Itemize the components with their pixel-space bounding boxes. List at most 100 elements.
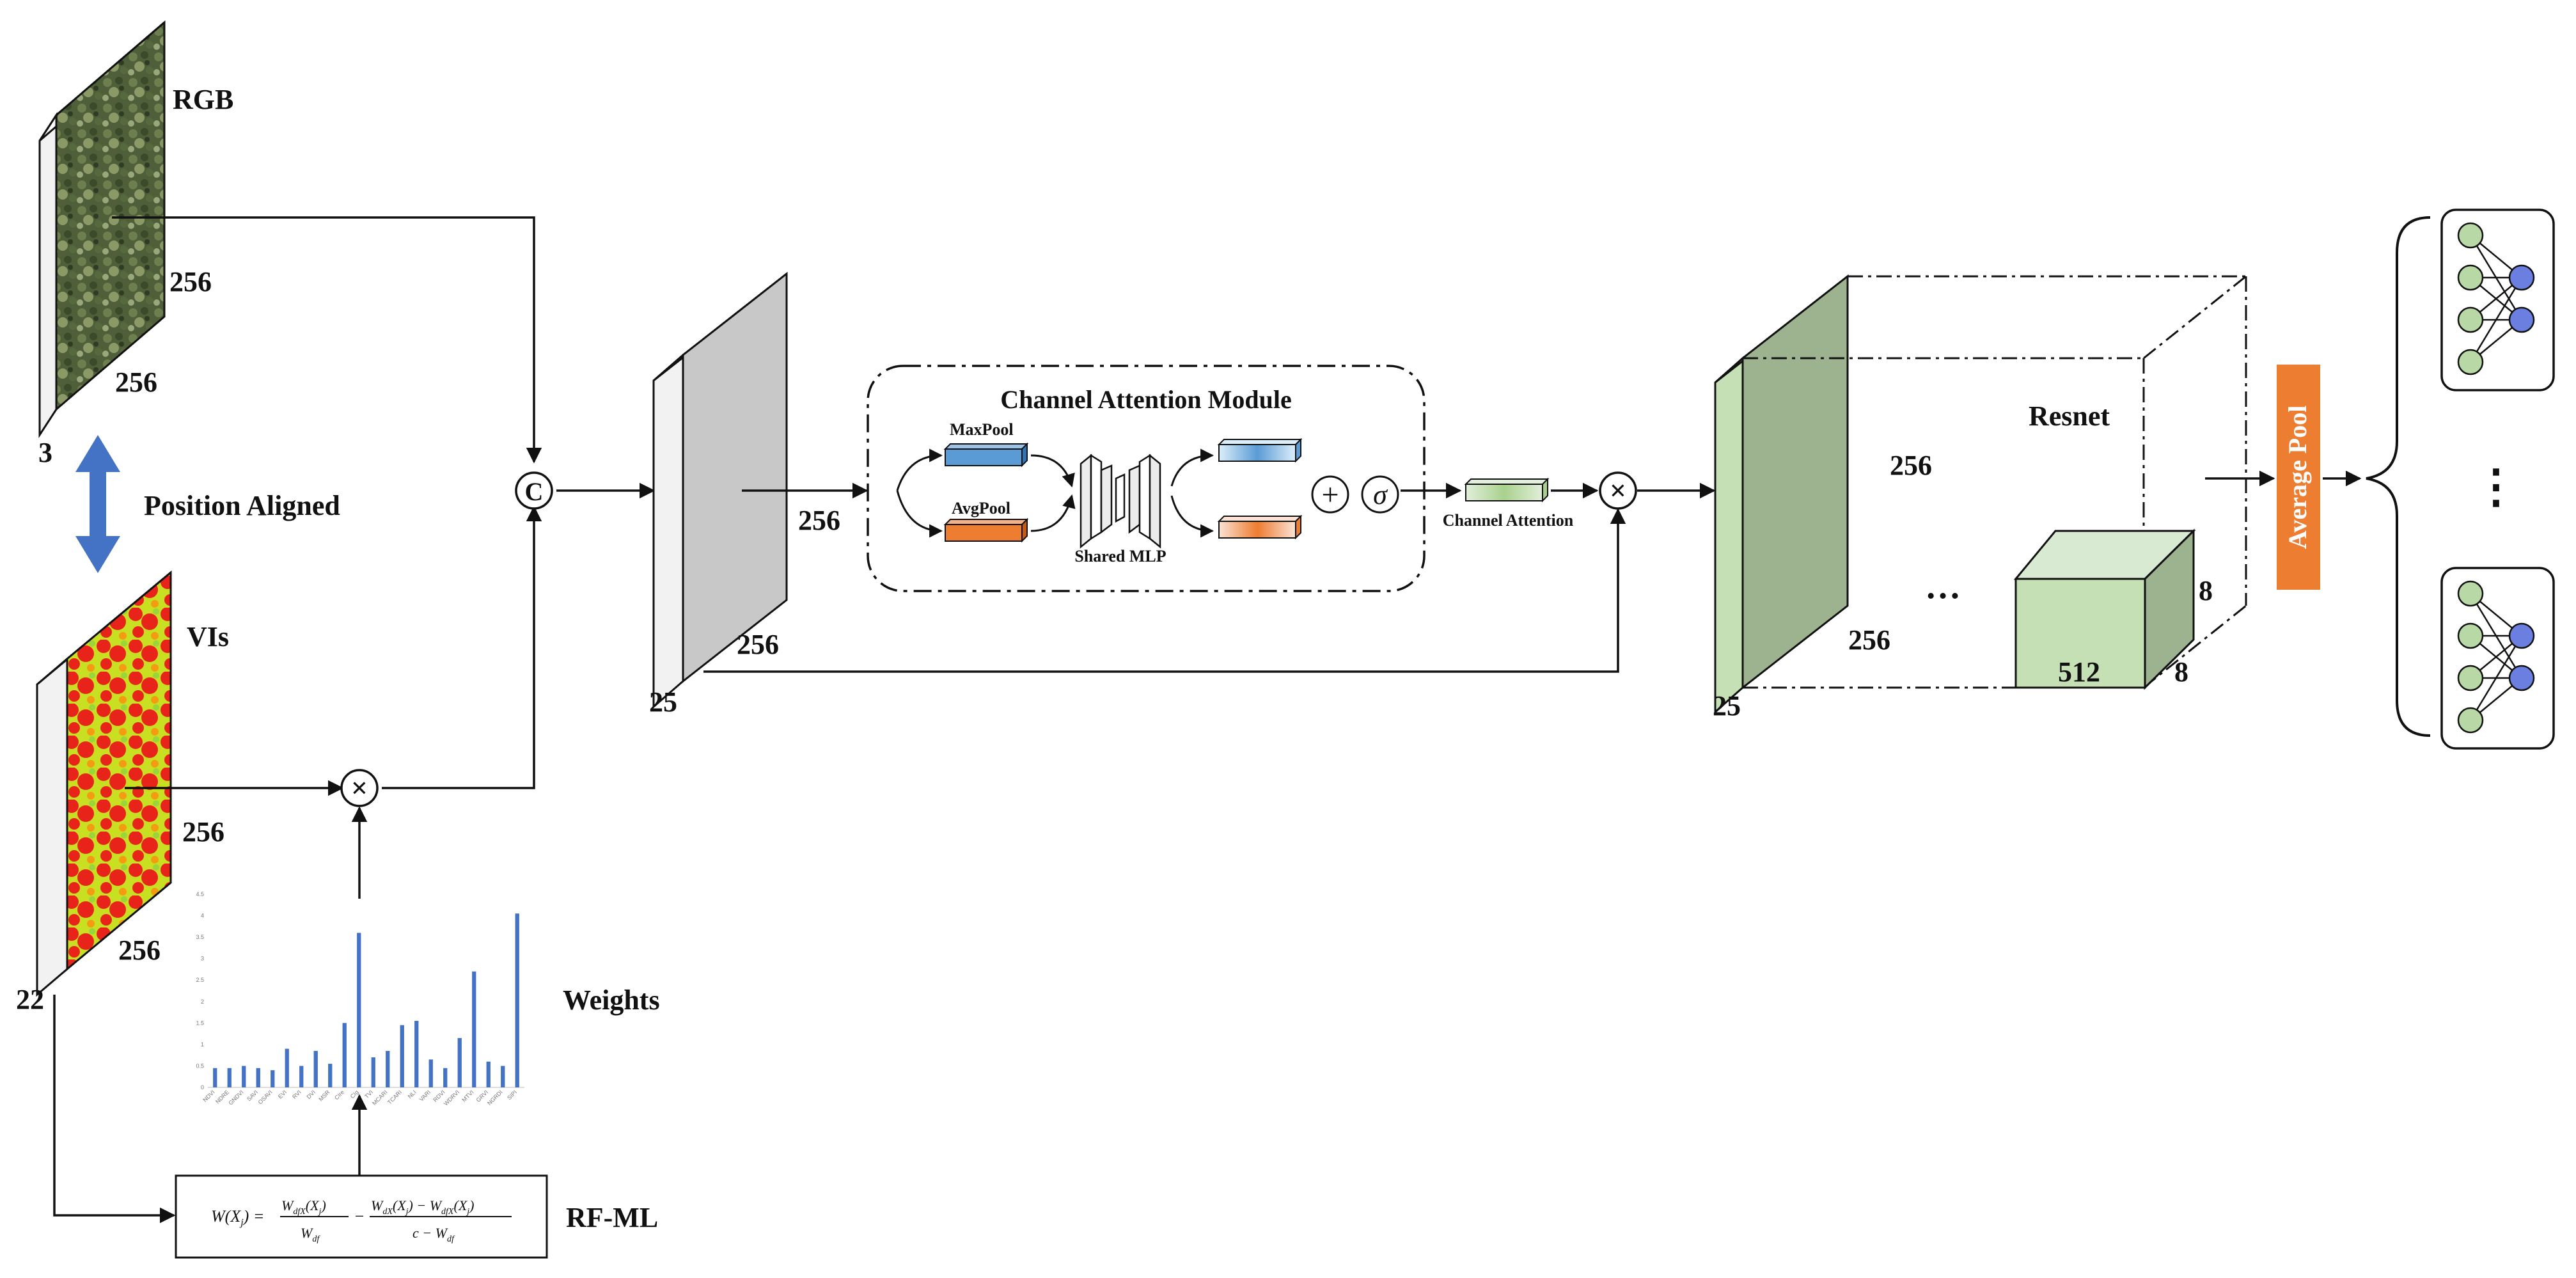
resnet-height-label: 256	[1890, 450, 1932, 481]
average-pool-block	[2277, 365, 2320, 590]
resnet-ellipsis: …	[1925, 567, 1961, 606]
chart-bar	[386, 1050, 390, 1087]
average-pool-label: Average Pool	[2283, 406, 2312, 549]
fused-channels-label: 25	[649, 686, 677, 718]
chart-bar	[227, 1068, 232, 1087]
heads-ellipsis: ⋮	[2473, 461, 2519, 512]
rgb-channels-label: 3	[38, 437, 52, 468]
chart-bar	[313, 1050, 318, 1087]
mlp-out-avg	[1217, 514, 1303, 540]
resnet-width-label: 256	[1848, 624, 1890, 656]
concat-symbol-label: C	[525, 477, 544, 506]
vis-height-label: 256	[182, 816, 224, 848]
head-output-node	[2508, 665, 2535, 691]
shared-mlp-label: Shared MLP	[1074, 547, 1166, 565]
chart-bar	[328, 1064, 333, 1087]
residual-connector	[703, 482, 1626, 673]
head-input-node	[2457, 665, 2484, 691]
chart-y-tick-label: 4	[201, 913, 204, 919]
concat-symbol	[515, 471, 553, 510]
chart-y-tick-label: 3	[201, 956, 204, 962]
classifier-head-bottom	[2440, 567, 2555, 750]
channel-attention-vector	[1464, 477, 1550, 503]
multiply-weights-symbol	[340, 769, 379, 807]
resnet-out-h-label: 8	[2199, 575, 2213, 606]
chart-y-tick-label: 4.5	[196, 891, 204, 897]
resnet-output-cube	[2013, 528, 2196, 690]
chart-bar	[400, 1025, 404, 1087]
fused-height-label: 256	[798, 505, 840, 536]
vis-block	[36, 570, 172, 997]
head-output-node	[2508, 622, 2535, 649]
svg-text:W(Xj) =: W(Xj) =	[211, 1207, 264, 1228]
chart-bar	[357, 933, 361, 1087]
chart-bar	[256, 1068, 260, 1087]
head-input-node	[2457, 222, 2484, 249]
chart-x-tick-label: VARI	[418, 1089, 432, 1102]
maxpool-feature	[943, 442, 1029, 468]
mlp-out-max	[1217, 438, 1303, 463]
chart-y-tick-label: 1.5	[196, 1020, 204, 1026]
fused-block	[652, 271, 788, 709]
chart-bar	[371, 1057, 375, 1087]
vis-label: VIs	[187, 621, 229, 652]
chart-x-tick-label: MTVI	[460, 1089, 475, 1103]
resnet-out-w-label: 8	[2174, 656, 2188, 688]
left-connectors	[53, 216, 656, 1224]
head-output-node	[2508, 306, 2535, 333]
avgpool-label: AvgPool	[952, 499, 1010, 517]
fused-width-label: 256	[737, 629, 779, 660]
chart-bar	[472, 971, 476, 1087]
chart-x-tick-label: NGRDI	[486, 1089, 504, 1107]
multiply-attention-symbol	[1599, 471, 1637, 510]
rgb-width-label: 256	[115, 367, 157, 398]
classifier-head-top	[2440, 209, 2555, 391]
chart-y-tick-label: 2	[201, 998, 204, 1005]
head-input-node	[2457, 264, 2484, 291]
chart-bar	[213, 1068, 217, 1087]
chart-x-tick-label: TCARI	[386, 1089, 403, 1105]
chart-bar	[242, 1066, 246, 1087]
multiply-attention-label: ×	[1610, 474, 1626, 507]
rgb-height-label: 256	[169, 266, 212, 297]
position-aligned-label: Position Aligned	[144, 490, 340, 521]
cam-title: Channel Attention Module	[1000, 385, 1292, 414]
resnet-channels-label: 25	[1713, 690, 1741, 722]
head-output-node	[2508, 264, 2535, 291]
plus-label: +	[1321, 478, 1339, 512]
chart-bar	[515, 913, 519, 1087]
maxpool-label: MaxPool	[950, 420, 1014, 439]
avgpool-feature	[943, 517, 1029, 543]
plus-symbol	[1311, 475, 1349, 514]
chart-y-tick-label: 2.5	[196, 977, 204, 983]
chart-y-tick-label: 0.5	[196, 1062, 204, 1069]
svg-text:−: −	[354, 1207, 365, 1226]
chart-x-tick-label: NDVI	[201, 1089, 216, 1103]
chart-x-tick-label: RVI	[291, 1089, 302, 1100]
sigmoid-symbol	[1361, 475, 1399, 514]
chart-x-tick-label: EVI	[277, 1089, 288, 1100]
chart-bar	[501, 1066, 505, 1087]
vis-width-label: 256	[118, 935, 161, 966]
rfml-label: RF-ML	[566, 1202, 658, 1233]
chart-x-tick-label: OSAVI	[257, 1089, 274, 1105]
chart-y-tick-label: 3.5	[196, 934, 204, 940]
rfml-formula: W(Xj) = WdfX(Xj) Wdf − WdX(Xj) − WdfX(Xj…	[211, 1197, 512, 1244]
chart-x-tick-label: CIg	[349, 1089, 360, 1100]
resnet-label: Resnet	[2029, 400, 2110, 432]
head-edge	[2469, 277, 2523, 363]
chart-bar	[285, 1048, 289, 1087]
chart-x-tick-label: SIPI	[506, 1089, 518, 1101]
resnet-out-depth-label: 512	[2058, 656, 2100, 688]
head-input-node	[2457, 349, 2484, 375]
weights-label: Weights	[563, 984, 660, 1016]
chart-x-tick-label: WDRVI	[443, 1089, 460, 1107]
rgb-label: RGB	[173, 84, 233, 115]
chart-x-tick-label: TVI	[363, 1089, 374, 1100]
shared-mlp	[1080, 454, 1161, 549]
chart-bar	[443, 1068, 448, 1087]
head-input-node	[2457, 707, 2484, 734]
